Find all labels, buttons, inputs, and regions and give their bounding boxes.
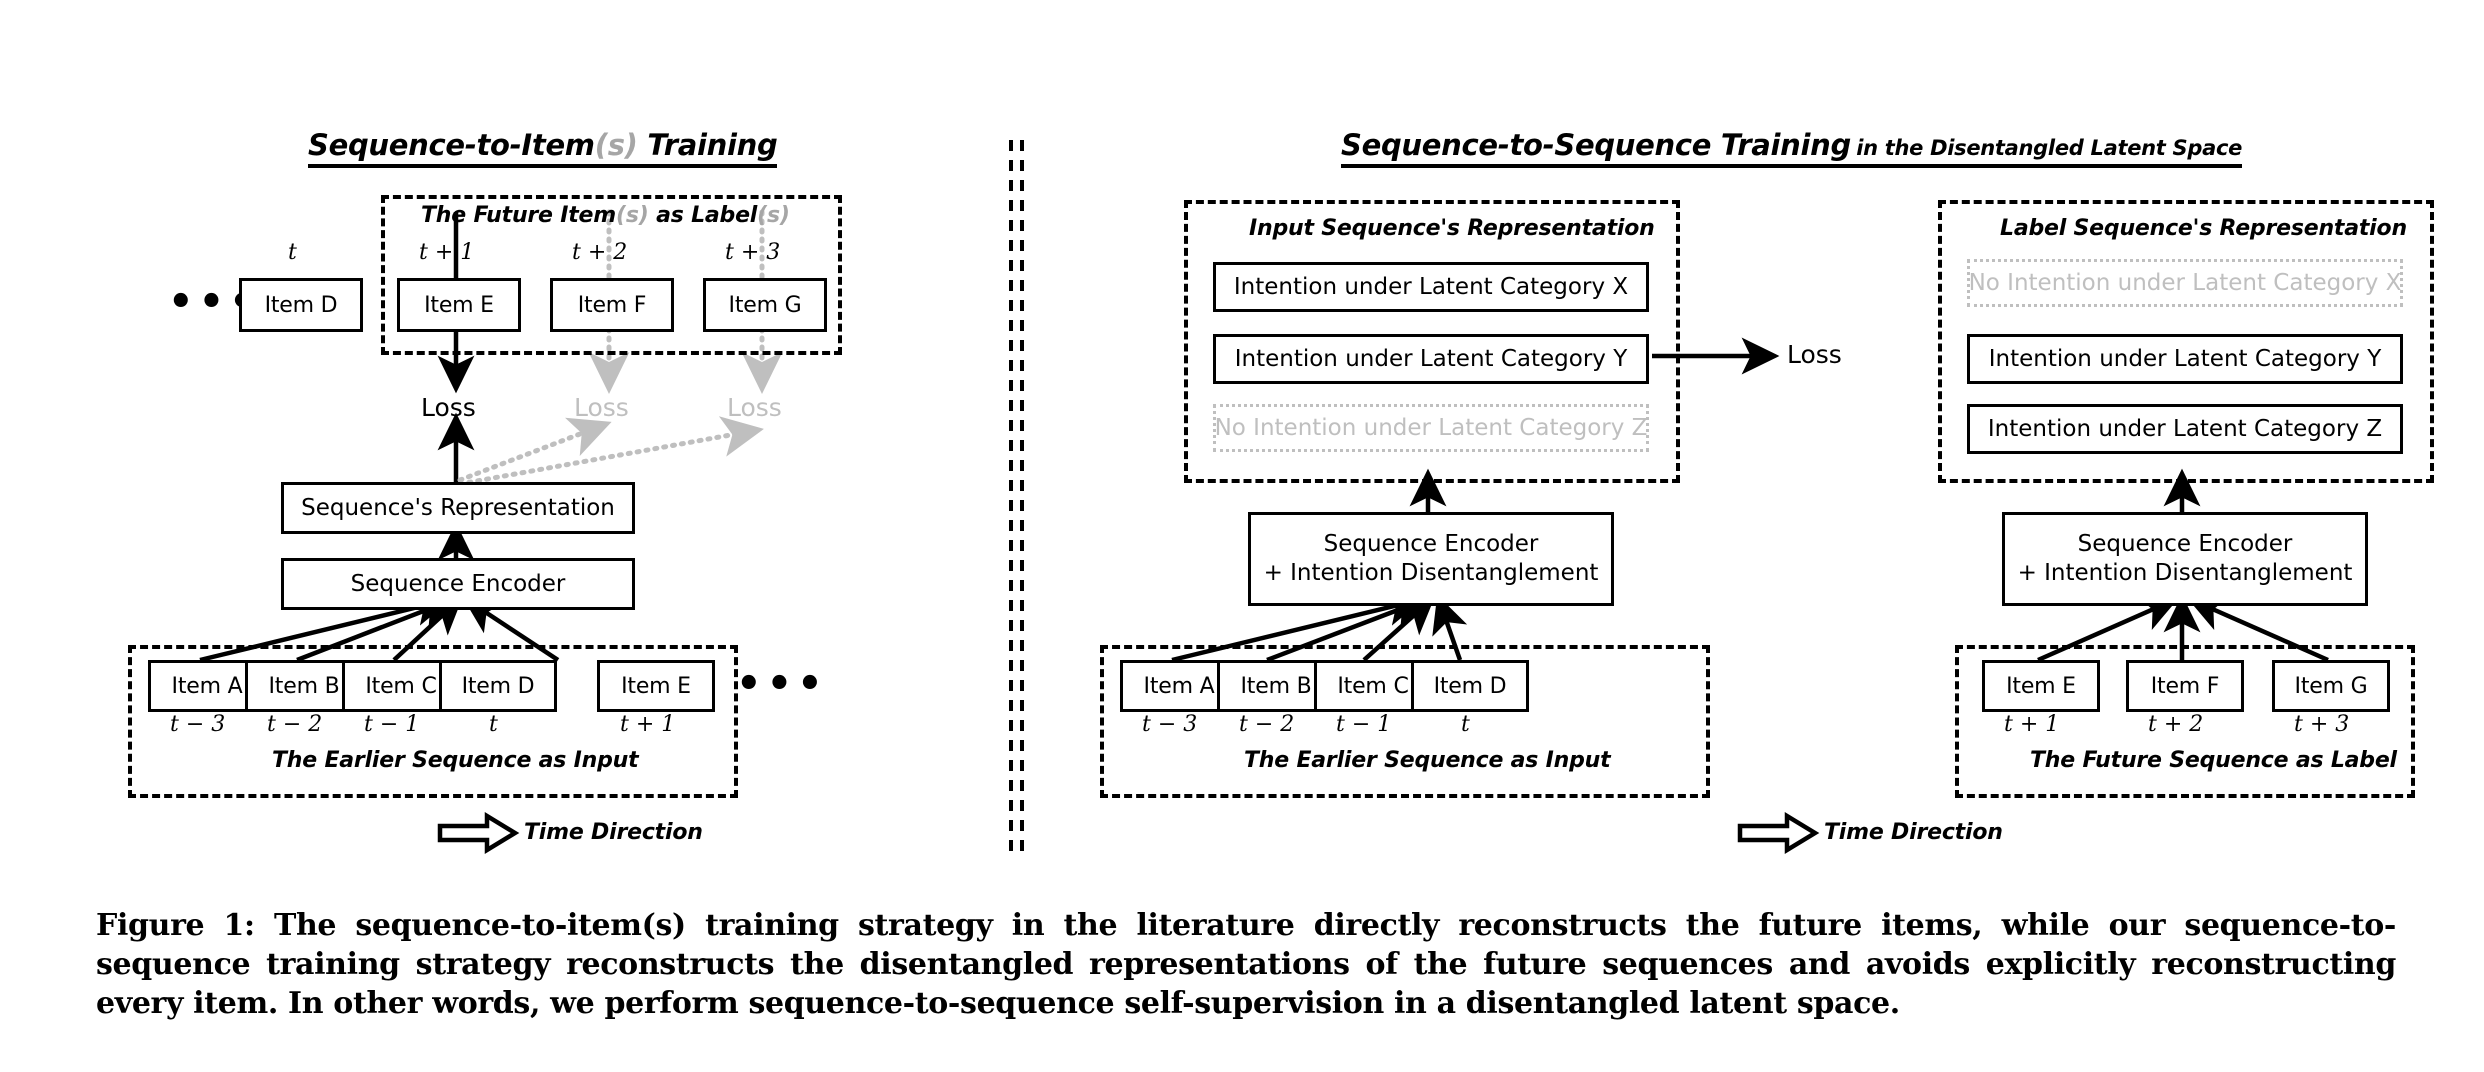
left-panel-title: Sequence-to-Item(s) Training	[308, 128, 778, 168]
left-title-tail: Training	[637, 128, 778, 162]
right-input-box-D[interactable]: Item D	[1411, 660, 1529, 712]
right-loss-label: Loss	[1787, 340, 1842, 369]
left-item-box-D-top[interactable]: Item D	[239, 278, 363, 332]
left-sequence-representation-box[interactable]: Sequence's Representation	[281, 482, 635, 534]
right-encoder-left-line2: + Intention Disentanglement	[1263, 560, 1599, 586]
left-title-gray-s: (s)	[594, 128, 638, 162]
right-input-representation-group	[1184, 200, 1680, 483]
right-title-main: Sequence-to-Sequence Training	[1341, 128, 1851, 162]
right-label-time-t2: t + 2	[2148, 712, 2204, 737]
right-label-group-label: The Future Sequence as Label	[2030, 748, 2397, 773]
right-input-sequence-group	[1100, 645, 1710, 798]
right-input-no-intention-Z[interactable]: No Intention under Latent Category Z	[1213, 404, 1649, 452]
right-title-sub: in the Disentangled Latent Space	[1856, 136, 2243, 160]
right-label-representation-group	[1938, 200, 2434, 483]
time-direction-arrow-left	[437, 812, 520, 854]
left-title-main: Sequence-to-Item	[308, 128, 595, 162]
right-input-time-t3: t − 3	[1142, 712, 1198, 737]
right-label-time-t1: t + 1	[2004, 712, 2060, 737]
right-label-repr-group-label: Label Sequence's Representation	[2000, 216, 2407, 241]
left-input-group-label: The Earlier Sequence as Input	[272, 748, 639, 773]
right-label-intention-Y[interactable]: Intention under Latent Category Y	[1967, 334, 2403, 384]
right-encoder-left-box[interactable]: Sequence Encoder + Intention Disentangle…	[1248, 512, 1614, 606]
right-label-no-intention-X[interactable]: No Intention under Latent Category X	[1967, 259, 2403, 307]
arrow-representation-to-loss2-faded	[457, 417, 612, 483]
left-outside-box-E[interactable]: Item E	[597, 660, 715, 712]
left-future-group-label: The Future Item(s) as Label(s)	[421, 203, 790, 228]
right-input-intention-X[interactable]: Intention under Latent Category X	[1213, 262, 1649, 312]
figure-caption: Figure 1: The sequence-to-item(s) traini…	[96, 908, 2396, 1021]
right-encoder-right-line1: Sequence Encoder	[2077, 531, 2293, 558]
right-input-time-t: t	[1461, 712, 1470, 737]
left-time-direction-label: Time Direction	[524, 820, 703, 845]
right-panel-title: Sequence-to-Sequence Training in the Dis…	[1341, 128, 2242, 168]
left-sequence-encoder-box[interactable]: Sequence Encoder	[281, 558, 635, 610]
arrow-representation-to-loss3-faded	[457, 416, 764, 487]
left-loss-3: Loss	[727, 393, 782, 422]
left-input-box-D[interactable]: Item D	[439, 660, 557, 712]
right-label-box-F[interactable]: Item F	[2126, 660, 2244, 712]
left-loss-1: Loss	[421, 393, 476, 422]
right-input-repr-group-label: Input Sequence's Representation	[1249, 216, 1655, 241]
left-input-sequence-group	[128, 645, 738, 798]
left-input-time-t1: t − 1	[364, 712, 420, 737]
left-input-time-t2: t − 2	[267, 712, 323, 737]
left-time-t1: t + 1	[419, 240, 475, 265]
right-input-group-label: The Earlier Sequence as Input	[1244, 748, 1611, 773]
left-time-t2: t + 2	[572, 240, 628, 265]
left-item-box-E[interactable]: Item E	[397, 278, 521, 332]
left-future-items-group	[381, 195, 842, 355]
left-time-t3: t + 3	[725, 240, 781, 265]
right-label-time-t3: t + 3	[2294, 712, 2350, 737]
right-input-intention-Y[interactable]: Intention under Latent Category Y	[1213, 334, 1649, 384]
left-item-box-F[interactable]: Item F	[550, 278, 674, 332]
left-input-time-t: t	[489, 712, 498, 737]
right-input-time-t1: t − 1	[1336, 712, 1392, 737]
right-label-sequence-group	[1955, 645, 2415, 798]
right-label-box-E[interactable]: Item E	[1982, 660, 2100, 712]
panel-divider	[1009, 140, 1024, 852]
right-label-intention-Z[interactable]: Intention under Latent Category Z	[1967, 404, 2403, 454]
right-input-time-t2: t − 2	[1239, 712, 1295, 737]
left-outside-time-t1: t + 1	[620, 712, 676, 737]
time-direction-arrow-right	[1737, 812, 1820, 854]
left-input-time-t3: t − 3	[170, 712, 226, 737]
right-label-box-G[interactable]: Item G	[2272, 660, 2390, 712]
right-encoder-right-line2: + Intention Disentanglement	[2017, 560, 2353, 586]
right-encoder-right-box[interactable]: Sequence Encoder + Intention Disentangle…	[2002, 512, 2368, 606]
left-time-t: t	[288, 240, 297, 265]
right-time-direction-label: Time Direction	[1824, 820, 2003, 845]
right-encoder-left-line1: Sequence Encoder	[1323, 531, 1539, 558]
left-item-box-G[interactable]: Item G	[703, 278, 827, 332]
left-loss-2: Loss	[574, 393, 629, 422]
left-ellipsis-after: •••	[736, 661, 828, 707]
